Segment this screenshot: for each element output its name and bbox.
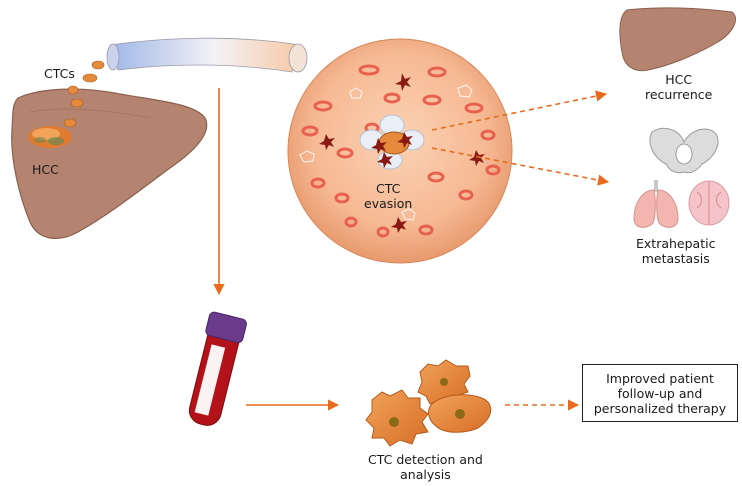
outcome-box: Improved patient follow-up and personali… [582,364,738,422]
arrow-evasion-to-metastasis [431,147,610,186]
ctc-detection-cells [365,359,492,447]
liver-right-icon [619,7,736,72]
liver-left-icon [11,88,208,240]
vessel-cross-section [287,38,513,264]
ctcs-label: CTCs [44,66,75,81]
hcc-tumor [28,126,72,148]
extrahepatic-metastasis-label: Extrahepatic metastasis [636,236,716,266]
hcc-label: HCC [32,162,59,177]
blood-vessel-tube [106,37,308,73]
arrow-evasion-to-recurrence [431,90,608,131]
brain-icon [688,180,730,226]
hcc-recurrence-label: HCC recurrence [645,72,713,102]
lungs-icon [633,180,679,228]
pelvis-icon [649,127,719,174]
outcome-label: Improved patient follow-up and personali… [593,370,727,416]
ctc-with-platelets [359,114,425,170]
ctc-detection-label: CTC detection and analysis [368,452,483,482]
blood-tube-icon [188,311,247,426]
ctc-evasion-label: CTC evasion [364,181,413,211]
